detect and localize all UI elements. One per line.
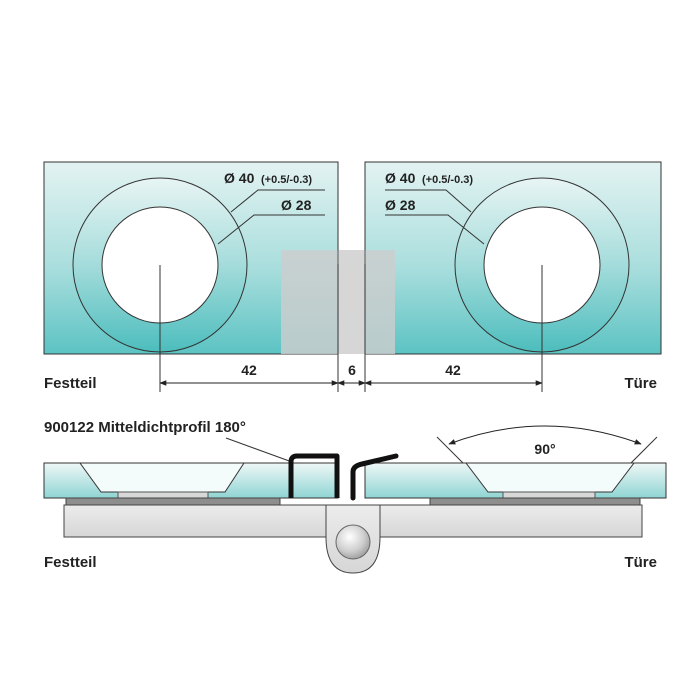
seal-profile-u: [288, 453, 340, 498]
right-inner-diameter-label: Ø 28: [385, 197, 416, 213]
left-insert: [117, 491, 209, 499]
left-inner-diameter-label: Ø 28: [281, 197, 312, 213]
profile-leader: [225, 437, 293, 463]
right-insert: [502, 491, 596, 499]
right-countersink: [464, 462, 636, 493]
left-inner-leader: [217, 214, 325, 245]
gap-label: 6: [348, 362, 356, 378]
hinge-pin: [335, 524, 371, 560]
left-gasket: [65, 497, 281, 506]
left-hinge-plate: [63, 504, 327, 538]
left-tolerance-label: (+0.5/-0.3): [261, 174, 312, 186]
bottom-tuere-label: Türe: [624, 554, 657, 571]
right-gasket: [429, 497, 641, 506]
top-tuere-label: Türe: [624, 375, 657, 392]
right-tolerance-label: (+0.5/-0.3): [422, 174, 473, 186]
left-distance-label: 42: [241, 362, 257, 378]
profile-label: 900122 Mitteldichtprofil 180°: [44, 419, 246, 436]
angle-label: 90°: [534, 441, 555, 457]
right-hinge-plate: [379, 504, 643, 538]
right-outer-diameter-label: Ø 40: [385, 170, 416, 186]
seal-profile-lip: [350, 453, 399, 501]
left-outer-diameter-label: Ø 40: [224, 170, 255, 186]
bottom-festteil-label: Festteil: [44, 554, 97, 571]
left-outer-leader: [230, 189, 325, 213]
right-outer-leader: [385, 189, 472, 213]
left-countersink: [79, 462, 245, 493]
right-distance-label: 42: [445, 362, 461, 378]
right-inner-leader: [385, 214, 485, 245]
angle-arc: [448, 425, 642, 445]
top-festteil-label: Festteil: [44, 375, 97, 392]
